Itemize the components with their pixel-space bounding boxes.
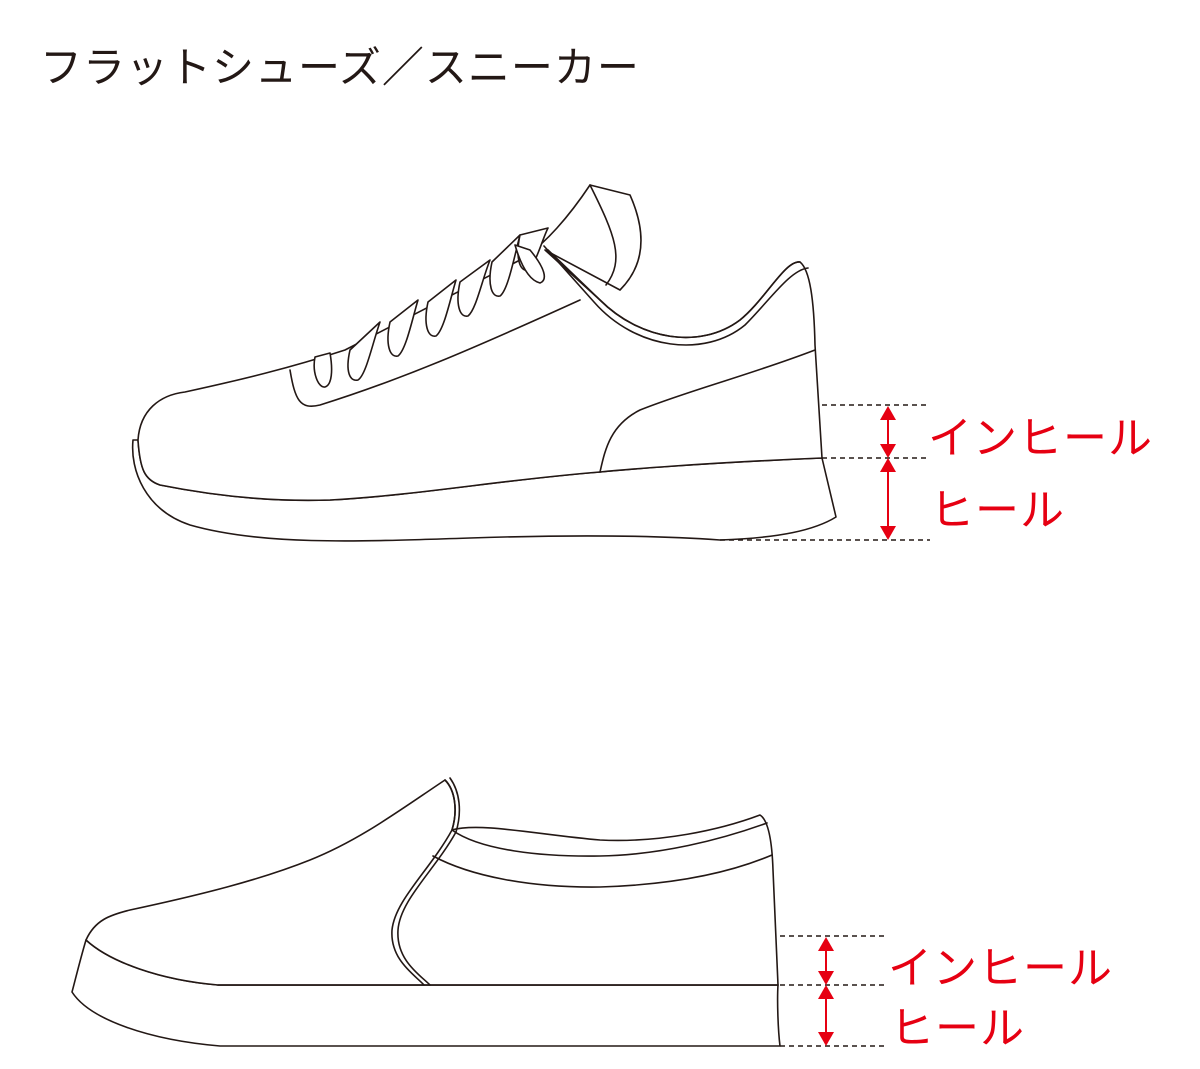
sneaker-inheel-label: インヒール — [928, 413, 1153, 464]
page-title: フラットシューズ／スニーカー — [40, 43, 640, 92]
slip-on-heel-label: ヒール — [890, 1003, 1025, 1054]
sneaker-measure-lines — [720, 404, 930, 541]
slip-on-inheel-label: インヒール — [888, 943, 1113, 994]
sneaker-heel-label: ヒール — [930, 485, 1065, 536]
sneaker-heel-arrow — [880, 458, 896, 540]
sneaker-illustration — [131, 184, 837, 542]
slip-on-heel-arrow — [818, 985, 834, 1046]
slip-on-illustration — [71, 777, 781, 1047]
slip-on-measure-lines — [780, 935, 888, 1047]
sneaker-inheel-arrow — [880, 406, 896, 458]
slip-on-inheel-arrow — [818, 937, 834, 985]
